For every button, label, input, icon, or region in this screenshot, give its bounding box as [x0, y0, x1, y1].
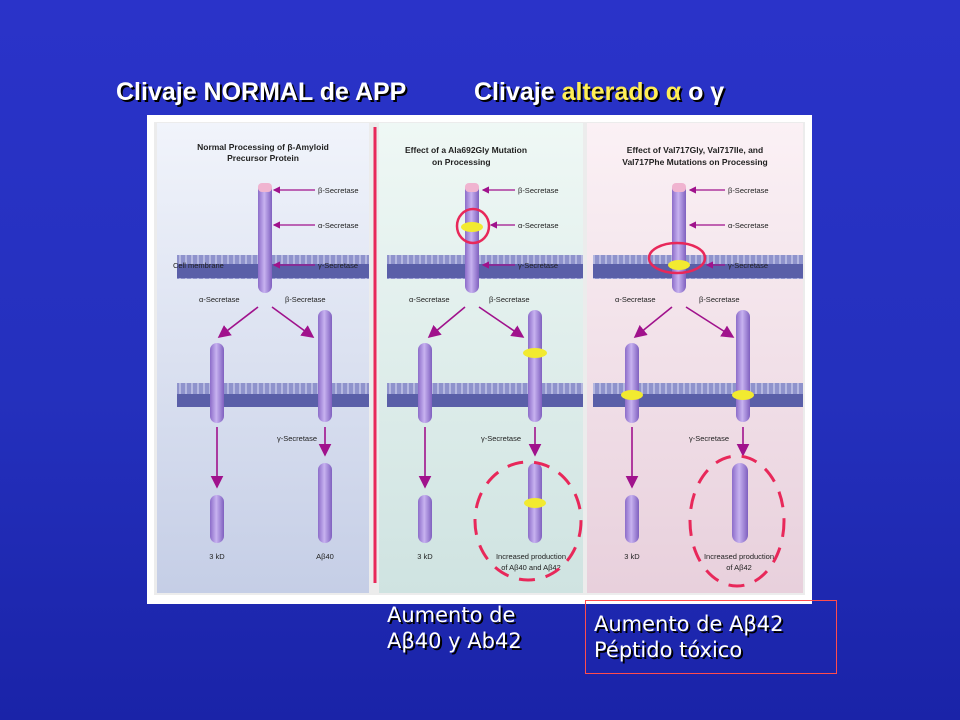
app-protein	[465, 183, 479, 293]
fragment-left	[625, 343, 639, 423]
app-tip	[465, 183, 479, 192]
label-3kd: 3 kD	[209, 552, 225, 561]
product-3kd	[418, 495, 432, 543]
panel-title-line1: Effect of a Ala692Gly Mutation	[405, 145, 527, 155]
label-branch-beta: β-Secretase	[489, 295, 530, 304]
label-beta-secretase: β-Secretase	[518, 186, 559, 195]
lower-membrane	[177, 383, 369, 407]
mutation-site-right	[732, 390, 754, 400]
mutation-site	[668, 260, 690, 270]
label-alpha-secretase: α-Secretase	[318, 221, 359, 230]
dashed-highlight-ellipse	[473, 460, 583, 582]
panel-title-line2: Precursor Protein	[227, 153, 299, 163]
product-abeta42	[732, 463, 748, 543]
mutation-site	[461, 222, 483, 232]
label-gamma-secretase: γ-Secretase	[318, 261, 358, 270]
label-branch-alpha: α-Secretase	[199, 295, 240, 304]
label-increased-production-detail: of Aβ42	[726, 563, 752, 572]
label-alpha-secretase: α-Secretase	[728, 221, 769, 230]
panel-title-line2: on Processing	[432, 157, 491, 167]
app-processing-figure: Normal Processing of β-Amyloid Precursor…	[147, 115, 812, 604]
arrow-branch-right	[271, 306, 315, 338]
caption-line: Péptido tóxico	[594, 638, 743, 662]
product-3kd	[210, 495, 224, 543]
label-abeta40: Aβ40	[316, 552, 334, 561]
arrow-branch-left	[427, 306, 466, 339]
caption-box-toxic-peptide: Aumento de Aβ42 Péptido tóxico	[585, 600, 837, 674]
fragment-left	[418, 343, 432, 423]
panel-normal: Normal Processing of β-Amyloid Precursor…	[157, 123, 369, 593]
label-gamma-secretase: γ-Secretase	[518, 261, 558, 270]
label-gamma-lower: γ-Secretase	[481, 434, 521, 443]
app-tip	[672, 183, 686, 192]
panel-bg	[379, 123, 583, 593]
title-normal-cleavage: Clivaje NORMAL de APP	[116, 78, 407, 106]
app-protein	[672, 183, 686, 293]
highlight-circle	[647, 241, 707, 275]
label-increased-production: Increased production	[704, 552, 774, 561]
label-increased-production-detail: of Aβ40 and Aβ42	[501, 563, 561, 572]
fragment-right	[528, 310, 542, 422]
fragment-left	[210, 343, 224, 423]
highlight-circle	[455, 207, 491, 245]
label-branch-beta: β-Secretase	[699, 295, 740, 304]
panel-bg	[587, 123, 803, 593]
panel-title-line2: Val717Phe Mutations on Processing	[622, 157, 768, 167]
panel-title-line1: Normal Processing of β-Amyloid	[197, 142, 329, 152]
panel-ala692gly: Effect of a Ala692Gly Mutation on Proces…	[379, 123, 583, 593]
panel-title-line1: Effect of Val717Gly, Val717Ile, and	[627, 145, 763, 155]
title-right-prefix: Clivaje	[474, 78, 562, 106]
label-branch-alpha: α-Secretase	[409, 295, 450, 304]
label-gamma-secretase: γ-Secretase	[728, 261, 768, 270]
product-abeta40	[318, 463, 332, 543]
label-alpha-secretase: α-Secretase	[518, 221, 559, 230]
title-right-highlight: alterado α	[561, 78, 682, 106]
label-3kd: 3 kD	[624, 552, 640, 561]
arrow-branch-left	[633, 306, 673, 339]
product-3kd	[625, 495, 639, 543]
label-beta-secretase: β-Secretase	[728, 186, 769, 195]
caption-line: Aβ40 y Ab42	[387, 629, 522, 653]
label-branch-beta: β-Secretase	[285, 295, 326, 304]
fragment-right	[318, 310, 332, 422]
mutation-site-product	[524, 498, 546, 508]
mutation-site-lower	[523, 348, 547, 358]
label-branch-alpha: α-Secretase	[615, 295, 656, 304]
arrow-branch-right	[685, 306, 735, 338]
caption-line: Aumento de	[387, 603, 516, 627]
title-altered-cleavage: Clivaje alterado α o γ	[474, 78, 724, 107]
label-gamma-lower: γ-Secretase	[277, 434, 317, 443]
arrow-branch-left	[217, 306, 259, 338]
caption-text: Aumento de Aβ42 Péptido tóxico	[594, 611, 784, 663]
label-gamma-lower: γ-Secretase	[689, 434, 729, 443]
label-3kd: 3 kD	[417, 552, 433, 561]
fragment-right	[736, 310, 750, 422]
dashed-highlight-ellipse	[688, 454, 786, 588]
mutation-site-left	[621, 390, 643, 400]
arrow-branch-right	[478, 306, 525, 338]
caption-increase-abeta40-42: Aumento de Aβ40 y Ab42	[387, 602, 522, 654]
app-protein	[258, 183, 272, 293]
lower-membrane	[387, 383, 583, 407]
label-beta-secretase: β-Secretase	[318, 186, 359, 195]
panel-val717: Effect of Val717Gly, Val717Ile, and Val7…	[587, 123, 803, 593]
caption-line: Aumento de Aβ42	[594, 612, 784, 636]
app-tip	[258, 183, 272, 192]
title-right-suffix: o γ	[681, 78, 725, 106]
label-increased-production: Increased production	[496, 552, 566, 561]
figure-svg: Normal Processing of β-Amyloid Precursor…	[154, 122, 805, 595]
label-cell-membrane: Cell membrane	[173, 261, 224, 270]
